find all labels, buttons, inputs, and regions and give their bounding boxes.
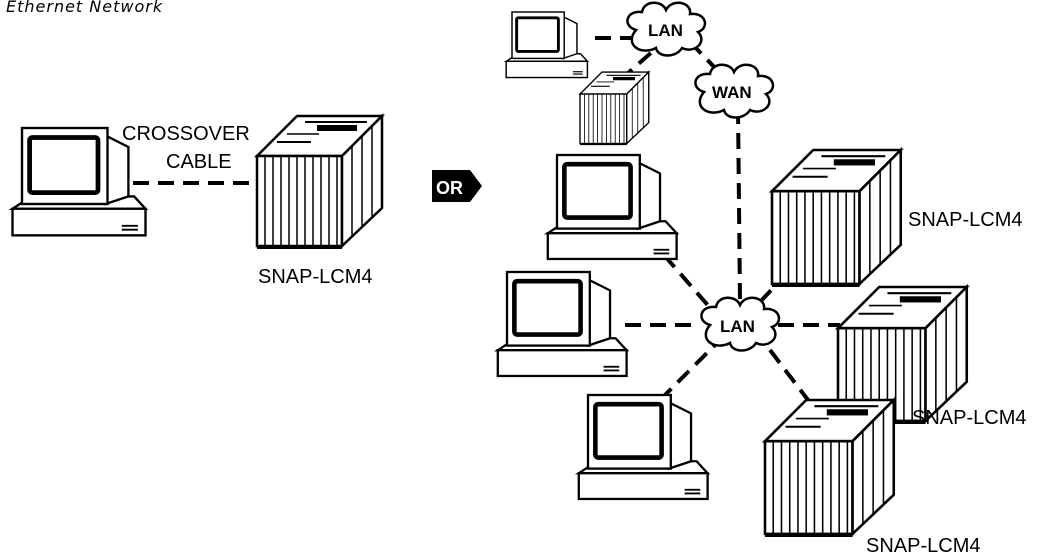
device-label-1: SNAP-LCM4 — [908, 209, 1022, 231]
small-rack-icon — [579, 71, 650, 146]
cable-label: CABLE — [166, 151, 232, 173]
wan-label: WAN — [712, 83, 752, 102]
lan-center-label: LAN — [720, 317, 755, 336]
lan-top-label: LAN — [648, 21, 683, 40]
lan-center-cloud: LAN — [700, 296, 781, 352]
or-arrow-badge: OR — [432, 170, 482, 202]
top-computer-icon — [504, 10, 589, 79]
device-label-2: SNAP-LCM4 — [912, 407, 1026, 429]
lan-top-cloud: LAN — [626, 1, 707, 57]
computer-2-icon — [498, 272, 627, 376]
computer-3-icon — [579, 395, 708, 499]
wan-cloud: WAN — [694, 63, 775, 119]
snap-lcm4-rack-3-icon — [763, 398, 896, 538]
computer-1-icon — [548, 155, 677, 259]
or-label: OR — [436, 178, 463, 198]
snap-lcm4-rack-1-icon — [770, 148, 903, 288]
left-snap-lcm4-rack-icon — [255, 114, 384, 250]
crossover-label: CROSSOVER — [122, 123, 250, 145]
left-device-label: SNAP-LCM4 — [258, 266, 372, 288]
caption: Ethernet Network — [6, 0, 163, 16]
device-label-3: SNAP-LCM4 — [866, 535, 980, 557]
